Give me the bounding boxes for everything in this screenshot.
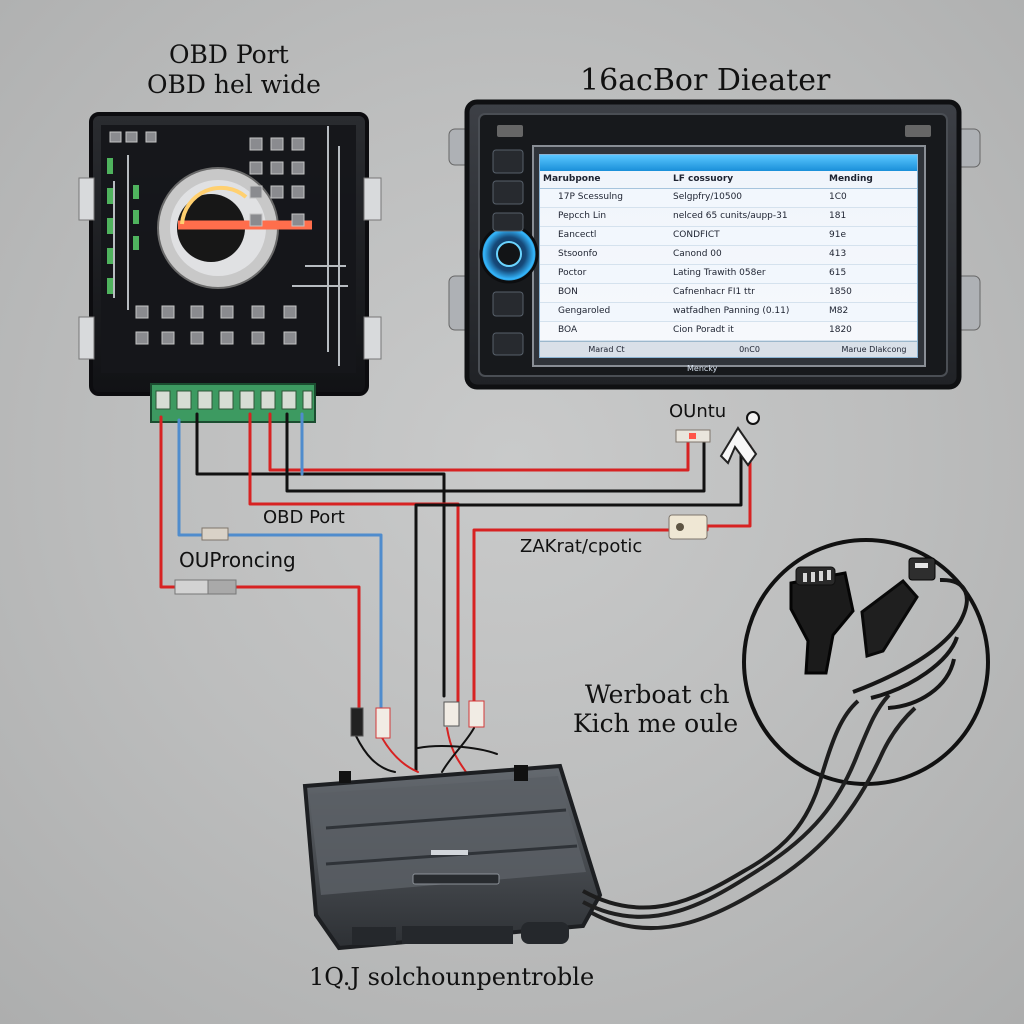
table-row[interactable]: 17P Scessulng Selgpfry/10500 1C0 xyxy=(540,189,917,208)
screen-column-label: LF cossuory xyxy=(673,174,734,184)
table-cell: CONDFICT xyxy=(673,230,720,240)
cable-label-line-2: Kich me oule xyxy=(573,709,739,738)
connector-icon xyxy=(350,700,485,739)
plug-icon xyxy=(719,411,760,467)
cable-label-line-1: Werboat ch xyxy=(585,680,730,709)
obd-cable xyxy=(582,538,990,930)
table-cell: 615 xyxy=(829,268,847,278)
wires xyxy=(159,412,752,773)
table-row[interactable]: Eancectl CONDFICT 91e xyxy=(540,227,917,246)
table-cell: 1C0 xyxy=(829,192,847,202)
table-cell: watfadhen Panning (0.11) xyxy=(673,306,790,316)
table-row[interactable]: Pepcch Lin nelced 65 cunits/aupp-31 181 xyxy=(540,208,917,227)
table-row[interactable]: BOA Cion Poradt it 1820 xyxy=(540,322,917,341)
table-cell: 1820 xyxy=(829,325,852,335)
table-cell: Lating Trawith 058er xyxy=(673,268,766,278)
table-cell: Eancectl xyxy=(558,230,597,240)
module-caption: 1Q.J solchounpentroble xyxy=(309,963,595,991)
table-cell: BOA xyxy=(558,325,578,335)
table-cell: Cion Poradt it xyxy=(673,325,734,335)
table-cell: Poctor xyxy=(558,268,587,278)
screen-footer: Marad Ct 0nC0 Marue Dlakcong xyxy=(540,341,917,357)
connector-icon xyxy=(201,527,229,541)
connector-icon xyxy=(675,429,711,443)
obd-port-title: OBD Port xyxy=(169,40,289,69)
otu-label: OUntu xyxy=(669,401,727,422)
table-cell: M82 xyxy=(829,306,849,316)
footer-button[interactable]: 0nC0 xyxy=(739,345,760,354)
table-row[interactable]: Gengaroled watfadhen Panning (0.11) M82 xyxy=(540,303,917,322)
table-cell: 1850 xyxy=(829,287,852,297)
connector-icon xyxy=(174,579,237,595)
table-cell: 91e xyxy=(829,230,846,240)
table-row[interactable]: Poctor Lating Trawith 058er 615 xyxy=(540,265,917,284)
table-cell: 181 xyxy=(829,211,847,221)
obd-helper-subtitle: OBD hel wide xyxy=(147,70,321,99)
footer-button[interactable]: Marad Ct xyxy=(588,345,625,354)
screen-header-cell xyxy=(540,155,670,171)
table-cell: 17P Scessulng xyxy=(558,192,623,202)
table-cell: BON xyxy=(558,287,578,297)
screen-header-cell xyxy=(670,155,826,171)
table-cell: Gengaroled xyxy=(558,306,611,316)
connectors xyxy=(174,411,760,739)
footer-button[interactable]: Marue Dlakcong xyxy=(841,345,907,354)
table-cell: Pepcch Lin xyxy=(558,211,607,221)
head-unit-brand: Mencky xyxy=(687,364,718,373)
screen-header-cell xyxy=(826,155,917,171)
screen-columns: Marubpone LF cossuory Mending xyxy=(540,171,917,189)
zakrat-label: ZAKrat/cpotic xyxy=(520,536,643,557)
screen-header xyxy=(540,155,917,171)
table-cell: 413 xyxy=(829,249,847,259)
head-unit-title: 16acBor Dieater xyxy=(580,63,831,98)
obd-circuit-board xyxy=(78,112,382,423)
screen-column-label: Marubpone xyxy=(543,174,601,184)
table-row[interactable]: BON Cafnenhacr FI1 ttr 1850 xyxy=(540,284,917,303)
obd-port-label: OBD Port xyxy=(263,507,345,528)
table-cell: Selgpfry/10500 xyxy=(673,192,743,202)
connector-icon xyxy=(668,514,708,540)
table-cell: Stsoonfo xyxy=(558,249,598,259)
table-row[interactable]: Stsoonfo Canond 00 413 xyxy=(540,246,917,265)
control-module xyxy=(302,763,603,951)
table-cell: nelced 65 cunits/aupp-31 xyxy=(673,211,788,221)
processing-label: OUProncing xyxy=(179,548,296,572)
table-cell: Canond 00 xyxy=(673,249,722,259)
table-cell: Cafnenhacr FI1 ttr xyxy=(673,287,755,297)
head-unit-screen: Marubpone LF cossuory Mending 17P Scessu… xyxy=(539,154,918,358)
screen-column-label: Mending xyxy=(829,174,873,184)
